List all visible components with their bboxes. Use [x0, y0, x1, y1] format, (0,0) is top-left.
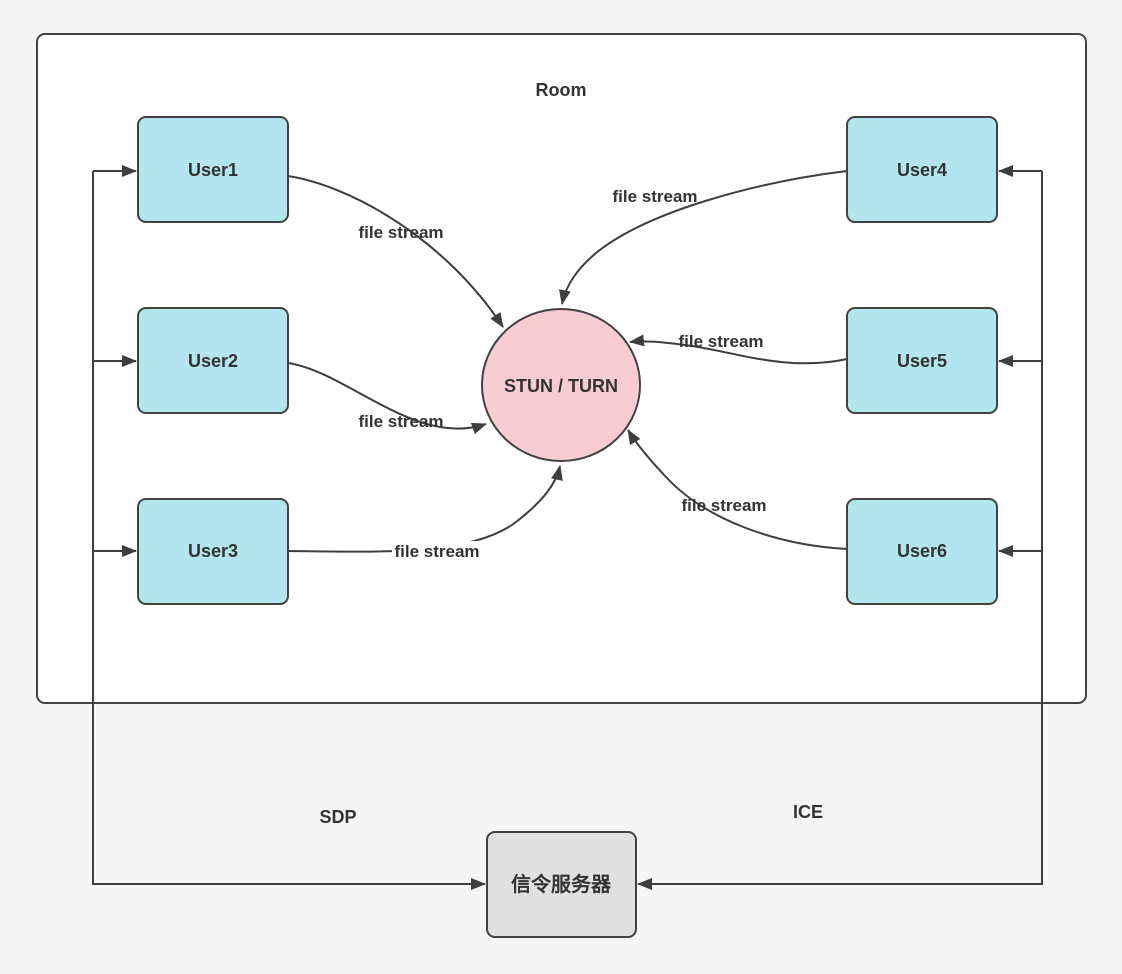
user2-box — [137, 307, 289, 414]
sdp-label: SDP — [319, 807, 356, 827]
user6-box — [846, 498, 998, 605]
user3-label: User3 — [188, 541, 238, 561]
node-user2: User2 — [137, 307, 289, 414]
file-stream-label-user6: file stream — [681, 496, 766, 515]
file-stream-label-user4: file stream — [612, 187, 697, 206]
node-user6: User6 — [846, 498, 998, 605]
file-stream-label-user2: file stream — [358, 412, 443, 431]
file-stream-edge-user1 — [287, 175, 504, 328]
file-stream-edge-user3 — [287, 465, 563, 553]
file-stream-label-user3: file stream — [394, 542, 479, 561]
node-user1: User1 — [137, 116, 289, 223]
room-title: Room — [536, 80, 587, 100]
user6-label: User6 — [897, 541, 947, 561]
signaling-server-label: 信令服务器 — [511, 872, 612, 896]
file-stream-edge-user2 — [287, 362, 487, 435]
file-stream-edge-user5 — [629, 334, 848, 365]
ice-bus-line — [637, 171, 1043, 890]
user5-label: User5 — [897, 351, 947, 371]
user5-box — [846, 307, 998, 414]
user4-box — [846, 116, 998, 223]
file-stream-label-user1: file stream — [358, 223, 443, 242]
file-stream-edge-user4 — [559, 170, 848, 305]
node-user3: User3 — [137, 498, 289, 605]
user2-label: User2 — [188, 351, 238, 371]
user3-box — [137, 498, 289, 605]
node-stun-turn: STUN / TURN — [481, 308, 641, 462]
stun-turn-label: STUN / TURN — [504, 376, 618, 396]
signaling-server-box — [486, 831, 637, 938]
ice-label: ICE — [793, 802, 823, 822]
user4-label: User4 — [897, 160, 947, 180]
sdp-bus-line — [92, 171, 486, 890]
node-user5: User5 — [846, 307, 998, 414]
file-stream-edge-user6 — [627, 429, 848, 550]
stun-turn-circle — [481, 308, 641, 462]
edge-label-background — [392, 541, 482, 561]
node-signaling-server: 信令服务器 — [486, 831, 637, 938]
node-user4: User4 — [846, 116, 998, 223]
file-stream-label-user5: file stream — [678, 332, 763, 351]
user1-label: User1 — [188, 160, 238, 180]
user1-box — [137, 116, 289, 223]
